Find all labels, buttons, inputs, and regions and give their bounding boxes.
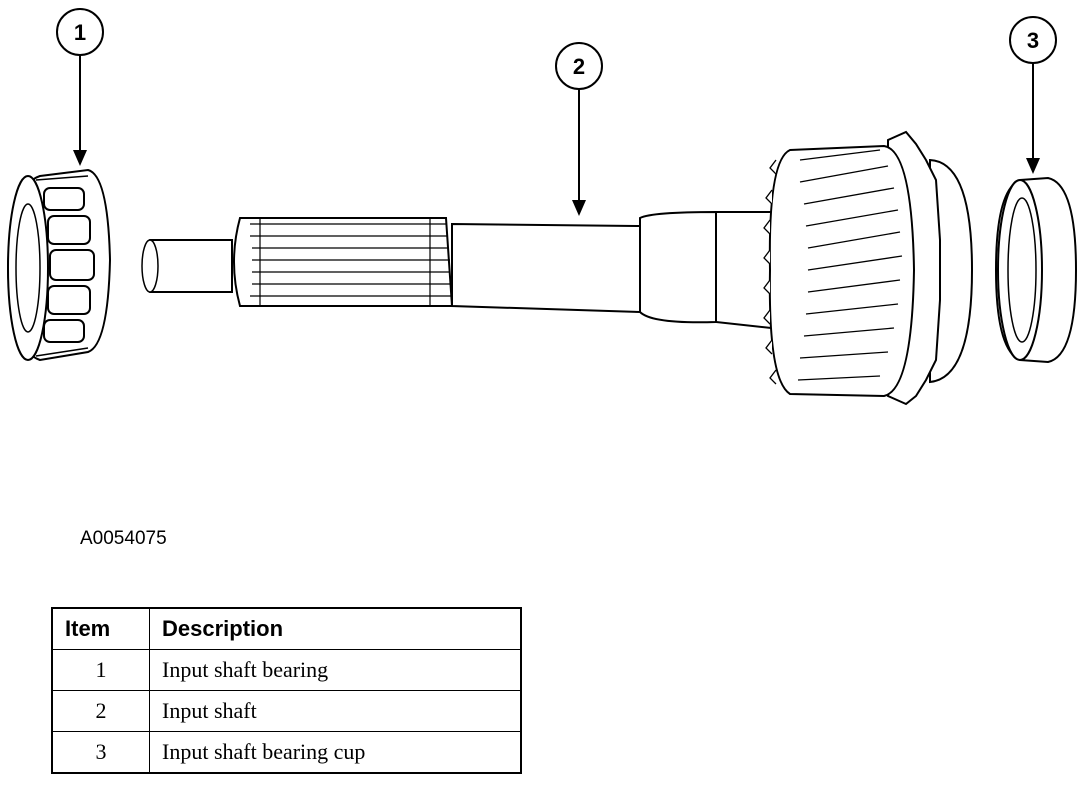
item-number: 3 bbox=[51, 731, 150, 774]
column-header-item: Item bbox=[51, 607, 150, 650]
item-number: 1 bbox=[51, 649, 150, 691]
item-description: Input shaft bbox=[149, 690, 522, 732]
callout-1: 1 bbox=[56, 8, 104, 166]
input-shaft-gear-drawing bbox=[763, 130, 974, 406]
table-header-row: Item Description bbox=[51, 607, 522, 650]
table-row: 3 Input shaft bearing cup bbox=[51, 731, 522, 774]
item-description: Input shaft bearing cup bbox=[149, 731, 522, 774]
input-shaft-drawing bbox=[141, 210, 799, 332]
diagram-svg: 1 2 3 bbox=[6, 8, 1078, 406]
table-row: 1 Input shaft bearing bbox=[51, 649, 522, 691]
callout-1-label: 1 bbox=[74, 20, 86, 45]
callout-2: 2 bbox=[555, 42, 603, 216]
item-number: 2 bbox=[51, 690, 150, 732]
input-shaft-bearing-cup-drawing bbox=[994, 176, 1078, 364]
column-header-description: Description bbox=[149, 607, 522, 650]
exploded-view-illustration: 1 2 3 bbox=[6, 8, 1078, 406]
callout-2-label: 2 bbox=[573, 54, 585, 79]
callout-3-label: 3 bbox=[1027, 28, 1039, 53]
callout-3: 3 bbox=[1009, 16, 1057, 174]
parts-legend-table: Item Description 1 Input shaft bearing 2… bbox=[51, 607, 522, 774]
figure-reference-code: A0054075 bbox=[80, 528, 167, 549]
input-shaft-bearing-drawing bbox=[6, 168, 112, 362]
table-row: 2 Input shaft bbox=[51, 690, 522, 732]
item-description: Input shaft bearing bbox=[149, 649, 522, 691]
